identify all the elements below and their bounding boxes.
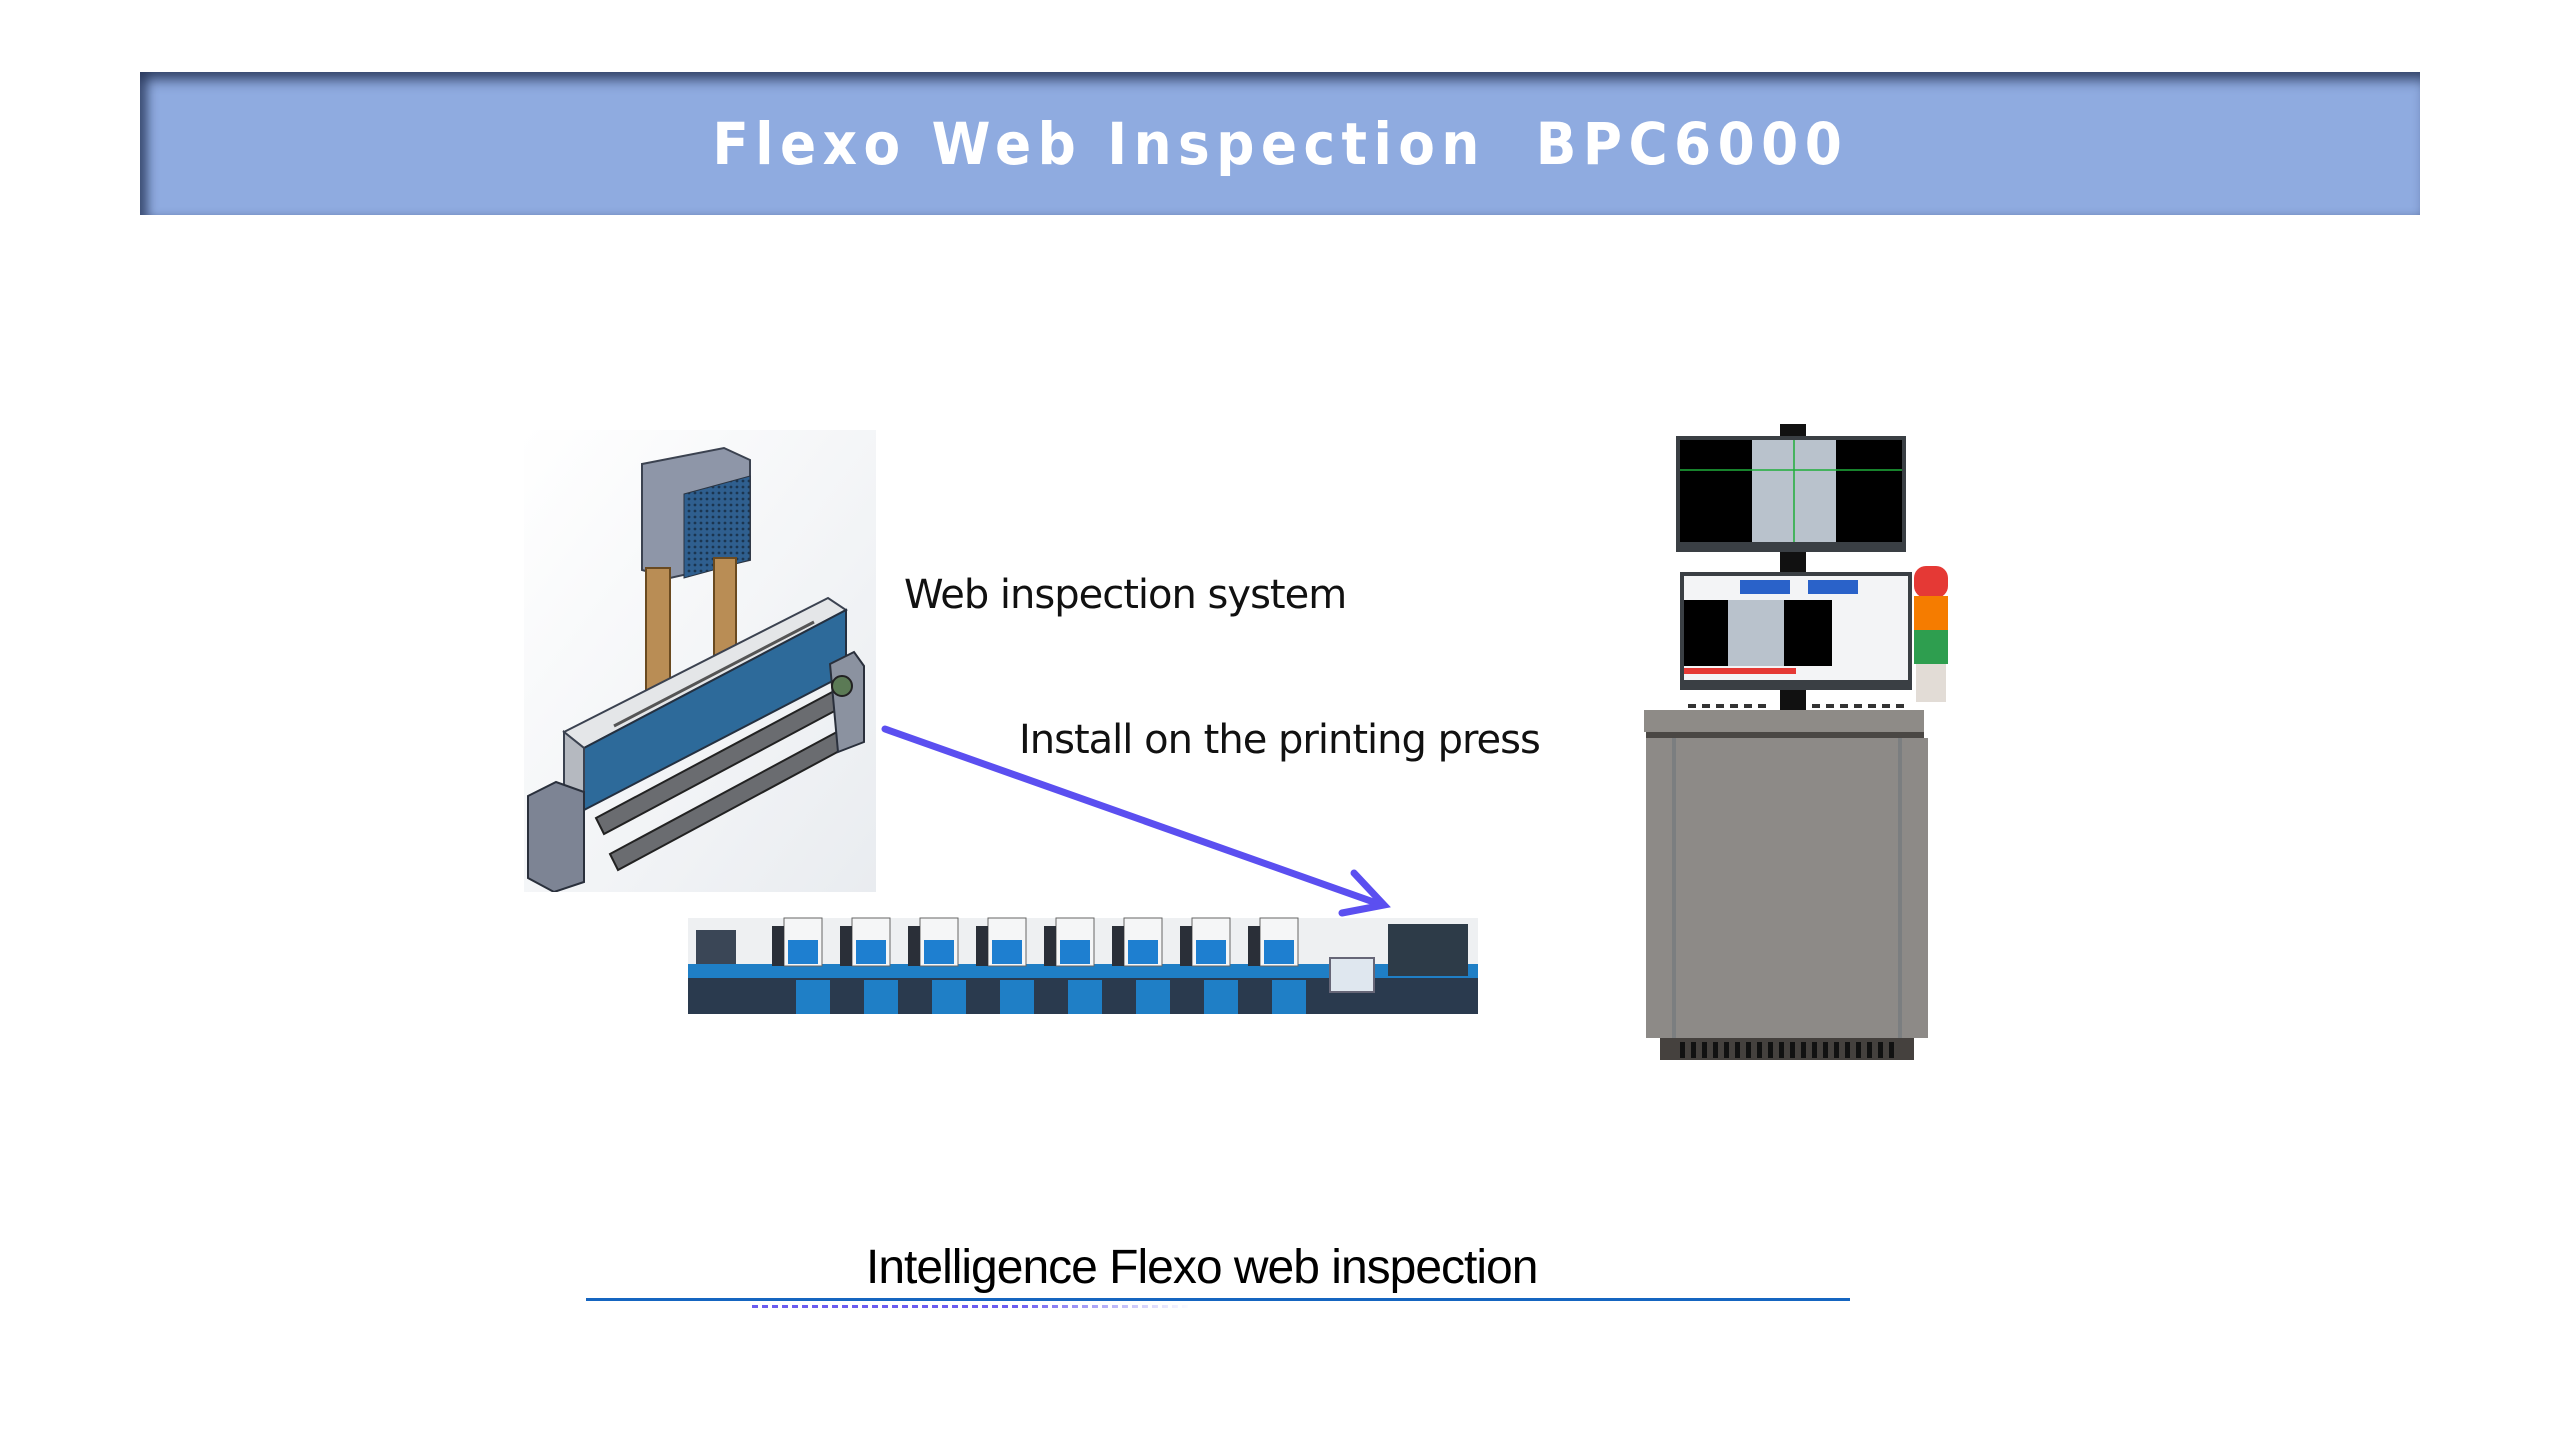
web-inspection-label: Web inspection system bbox=[904, 572, 1347, 618]
caption-underline bbox=[586, 1298, 1850, 1301]
arrow-icon bbox=[881, 725, 1391, 917]
inspection-unit-illustration bbox=[524, 430, 876, 892]
install-arrow bbox=[870, 715, 1410, 925]
bottom-monitor bbox=[1680, 572, 1912, 690]
top-monitor bbox=[1676, 436, 1906, 552]
install-label: Install on the printing press bbox=[1019, 717, 1541, 763]
printing-press-illustration bbox=[688, 912, 1478, 1024]
control-console-illustration bbox=[1640, 420, 1970, 1070]
slide-caption: Intelligence Flexo web inspection bbox=[866, 1241, 1538, 1294]
stack-light bbox=[1914, 566, 1948, 702]
title-bar: Flexo Web Inspection BPC6000 bbox=[140, 72, 2420, 215]
caption-dashed-line bbox=[752, 1305, 1192, 1308]
slide-title: Flexo Web Inspection BPC6000 bbox=[712, 109, 1848, 178]
